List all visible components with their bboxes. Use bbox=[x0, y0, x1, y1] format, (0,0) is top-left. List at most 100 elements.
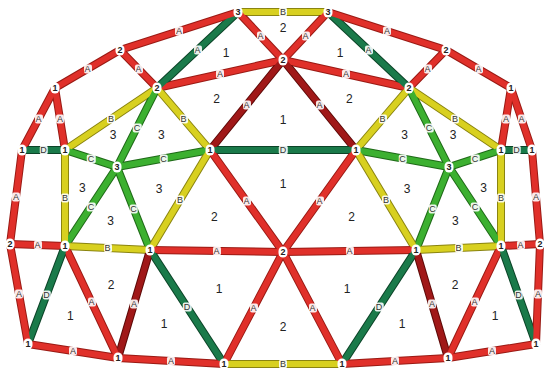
face-number: 2 bbox=[280, 321, 287, 333]
strut-outline bbox=[532, 150, 540, 244]
strut-letter: A bbox=[167, 357, 175, 366]
strut-letter: A bbox=[175, 27, 183, 36]
strut-letter: A bbox=[242, 197, 250, 206]
hub-number: 1 bbox=[23, 339, 32, 350]
strut-outline bbox=[501, 246, 536, 344]
strut bbox=[501, 246, 536, 344]
strut-letter: B bbox=[176, 196, 184, 205]
strut-letter: A bbox=[516, 241, 524, 250]
strut bbox=[150, 250, 224, 364]
strut bbox=[10, 150, 22, 244]
strut-letter: B bbox=[497, 194, 505, 203]
strut bbox=[65, 150, 117, 167]
face-number: 3 bbox=[79, 182, 86, 194]
strut-letter: A bbox=[315, 101, 323, 110]
strut-outline bbox=[65, 246, 118, 358]
hub-number: 1 bbox=[506, 83, 515, 94]
strut-letter: C bbox=[87, 154, 96, 163]
strut-letter: A bbox=[423, 65, 431, 74]
strut-outline bbox=[497, 150, 505, 246]
strut-letter: A bbox=[69, 347, 77, 356]
strut bbox=[22, 88, 55, 150]
strut bbox=[409, 88, 449, 167]
strut-letter: D bbox=[183, 303, 192, 312]
face-number: 2 bbox=[348, 211, 355, 223]
strut-outline bbox=[224, 360, 342, 368]
hub-number: 2 bbox=[404, 83, 413, 94]
strut bbox=[120, 50, 157, 88]
strut bbox=[356, 88, 409, 150]
strut-letter: A bbox=[212, 247, 220, 256]
strut-letter: B bbox=[279, 360, 287, 369]
strut bbox=[238, 12, 283, 60]
strut-outline bbox=[356, 150, 449, 167]
strut-letter: B bbox=[61, 194, 69, 203]
strut-outline bbox=[409, 50, 446, 88]
strut-outline bbox=[65, 150, 117, 167]
strut-outline bbox=[55, 50, 120, 88]
strut-letter: B bbox=[378, 115, 386, 124]
face-number: 2 bbox=[346, 93, 353, 105]
strut-outline bbox=[511, 88, 532, 150]
hub-number: 3 bbox=[444, 162, 453, 173]
strut-letter: A bbox=[502, 115, 510, 124]
strut-outline bbox=[356, 150, 416, 250]
hub-number: 1 bbox=[443, 353, 452, 364]
strut-outline bbox=[342, 250, 416, 364]
strut bbox=[356, 150, 416, 250]
strut-letter: D bbox=[512, 146, 521, 155]
hub-number: 1 bbox=[337, 359, 346, 370]
strut-letter: C bbox=[471, 202, 480, 211]
strut-letter: D bbox=[514, 291, 523, 300]
strut-letter: B bbox=[107, 115, 115, 124]
strut-letter: A bbox=[532, 193, 540, 202]
hub-number: 2 bbox=[278, 55, 287, 66]
strut bbox=[449, 150, 501, 167]
strut bbox=[55, 88, 65, 150]
strut-outline bbox=[501, 88, 511, 150]
strut bbox=[117, 88, 157, 167]
strut-letter: A bbox=[428, 300, 436, 309]
face-number: 2 bbox=[452, 279, 459, 291]
strut bbox=[224, 252, 283, 364]
face-number: 1 bbox=[67, 310, 74, 322]
strut-letter: C bbox=[398, 154, 407, 163]
strut bbox=[118, 250, 150, 358]
strut-outline bbox=[238, 12, 283, 60]
hub-number: 1 bbox=[50, 83, 59, 94]
hub-number: 1 bbox=[496, 145, 505, 156]
strut bbox=[117, 167, 150, 250]
strut bbox=[65, 167, 117, 246]
strut bbox=[55, 50, 120, 88]
strut-outline bbox=[117, 167, 150, 250]
face-number: 3 bbox=[404, 183, 411, 195]
strut-letter: D bbox=[375, 303, 384, 312]
face-number: 1 bbox=[344, 283, 351, 295]
strut-outline bbox=[22, 146, 65, 154]
strut-outline bbox=[28, 246, 65, 344]
strut bbox=[283, 150, 356, 252]
strut-letter: A bbox=[130, 300, 138, 309]
strut bbox=[157, 88, 210, 150]
strut-outline bbox=[157, 88, 210, 150]
strut bbox=[28, 344, 118, 358]
strut-outline bbox=[210, 150, 283, 252]
hub-number: 1 bbox=[411, 245, 420, 256]
strut-letter: A bbox=[242, 101, 250, 110]
face-number: 3 bbox=[450, 129, 457, 141]
strut bbox=[10, 244, 28, 344]
strut-letter: A bbox=[33, 241, 41, 250]
hub-number: 1 bbox=[60, 241, 69, 252]
strut-letter: A bbox=[83, 65, 91, 74]
hub-number: 1 bbox=[527, 145, 536, 156]
strut-letter: D bbox=[39, 146, 48, 155]
strut bbox=[448, 344, 536, 358]
face-number: 3 bbox=[158, 129, 165, 141]
strut bbox=[511, 88, 532, 150]
hub-number: 1 bbox=[351, 145, 360, 156]
hub-number: 2 bbox=[278, 247, 287, 258]
strut-outline bbox=[224, 252, 283, 364]
strut bbox=[120, 12, 238, 50]
face-number: 1 bbox=[216, 283, 223, 295]
strut-outline bbox=[210, 60, 283, 150]
